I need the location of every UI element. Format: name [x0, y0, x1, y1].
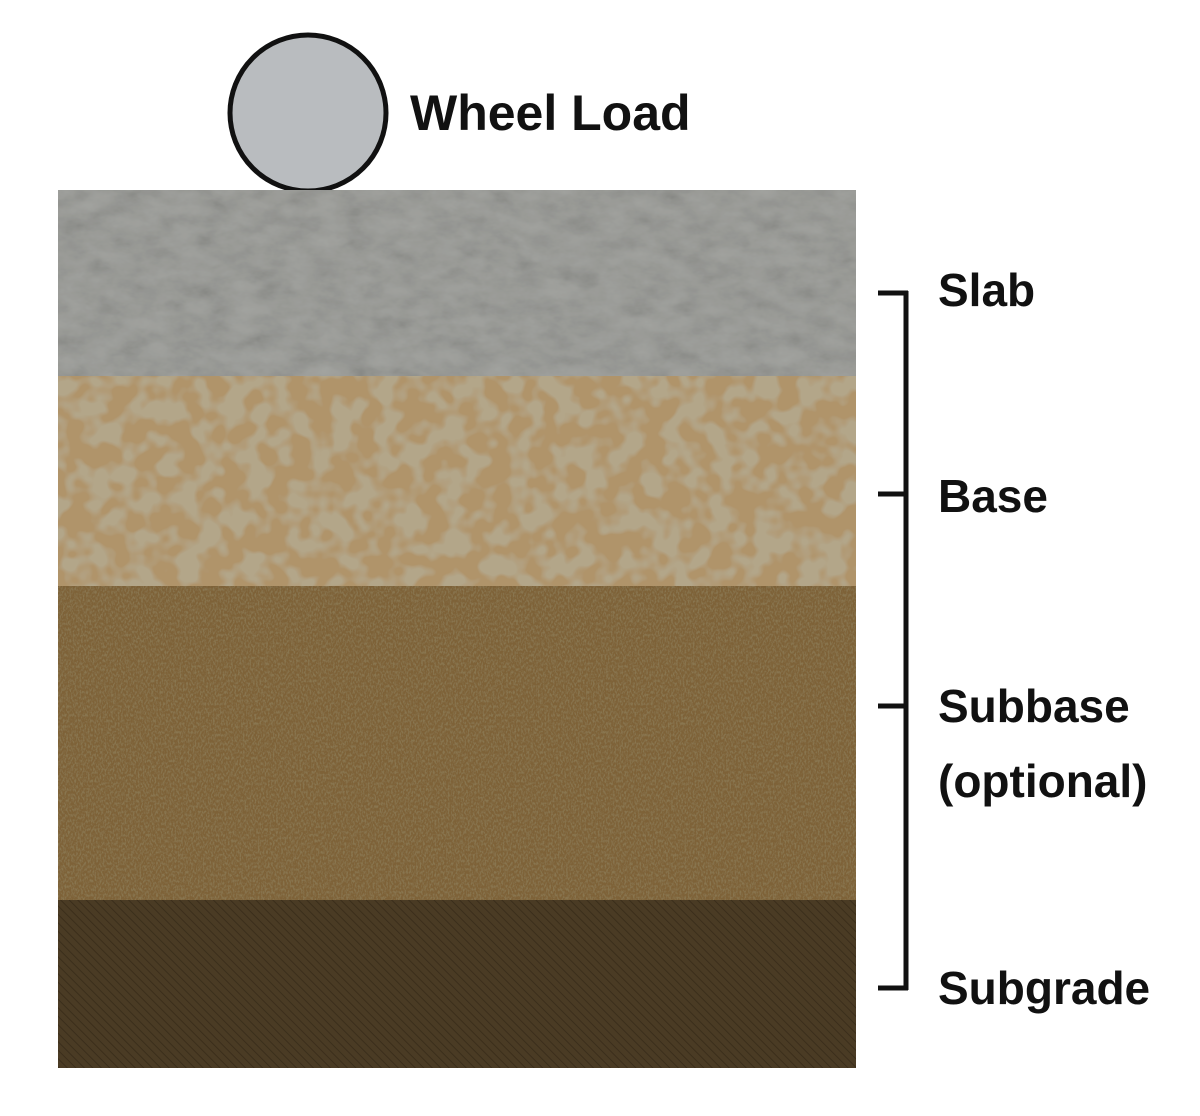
- base-label: Base: [938, 470, 1048, 522]
- layer-stack: [58, 190, 856, 1068]
- subgrade-label: Subgrade: [938, 962, 1150, 1014]
- slab-layer: [58, 190, 856, 378]
- base-layer: [58, 376, 856, 588]
- subgrade-layer: [58, 900, 856, 1068]
- wheel-load-label: Wheel Load: [410, 85, 691, 141]
- slab-label: Slab: [938, 264, 1035, 316]
- subbase-label: Subbase: [938, 680, 1130, 732]
- wheel-load-circle: [227, 32, 389, 194]
- subbase-optional-label: (optional): [938, 755, 1148, 807]
- layer-bracket: [878, 290, 909, 991]
- subbase-layer: [58, 586, 856, 902]
